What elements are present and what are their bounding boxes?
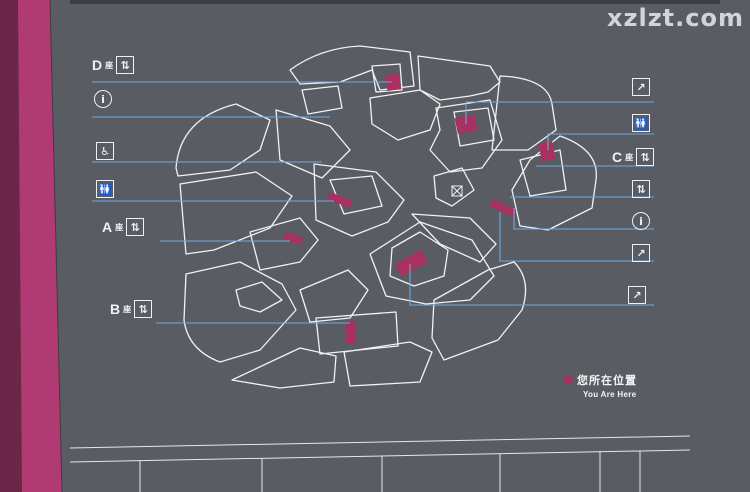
left-center-block [179, 171, 293, 255]
leader-lines [92, 81, 654, 324]
bottom-left-void [235, 281, 283, 313]
legend-information-right: i [632, 212, 650, 230]
right-tower [511, 135, 597, 231]
bottom-right-wing [411, 213, 497, 263]
central-plaza [433, 167, 475, 207]
bottom-center-block [369, 221, 495, 305]
left-edge-shadow [0, 0, 22, 492]
escalator-icon: ↗ [628, 286, 646, 304]
leader-line [513, 208, 654, 230]
highlight-unit [489, 199, 517, 217]
escalator-icon: ↗ [632, 78, 650, 96]
board-left-edge [49, 0, 63, 492]
building-outlines [175, 45, 597, 389]
bottom-left-block [183, 261, 297, 363]
frame-line [69, 435, 691, 449]
legend-restroom-left: 🚻 [96, 180, 114, 198]
building-letter: A [102, 219, 113, 235]
highlight-unit [283, 231, 303, 245]
information-icon: i [632, 212, 650, 230]
bottom-center-atrium [389, 231, 449, 287]
building-letter: C [612, 149, 623, 165]
highlight-unit [538, 140, 556, 162]
elevator-icon: ⇅ [126, 218, 145, 236]
legend-escalator-1: ↗ [632, 78, 650, 96]
you-are-here-english: You Are Here [583, 390, 637, 399]
highlight-unit [346, 322, 356, 344]
building-suffix: 座 [115, 222, 124, 232]
information-icon: i [94, 90, 112, 108]
top-stair [371, 63, 403, 93]
elevator-icon: ⇅ [134, 300, 153, 318]
restroom-icon: 🚻 [632, 114, 650, 132]
building-suffix: 座 [123, 304, 132, 314]
left-top-block [175, 103, 271, 177]
top-right-block [417, 55, 501, 101]
building-letter: B [110, 301, 121, 317]
accessible-icon: ♿ [96, 142, 114, 160]
left-lower-block [249, 217, 319, 271]
right-atrium [453, 107, 495, 147]
escalator-icon: ↗ [632, 244, 650, 262]
building-letter: D [92, 57, 103, 73]
location-cross [451, 185, 463, 197]
elevator-icon: ⇅ [636, 148, 655, 166]
location-box [451, 185, 463, 197]
bottom-stair-group [315, 311, 399, 355]
elevator-icon: ⇅ [116, 56, 135, 74]
leader-line [409, 264, 654, 306]
bottom-left-annex [231, 347, 337, 389]
leader-line [465, 101, 654, 124]
bottom-right-block [431, 261, 527, 361]
right-center-block [429, 99, 503, 173]
elevator-icon: ⇅ [632, 180, 650, 198]
you-are-here-chinese: 您所在位置 [577, 374, 637, 387]
legend-information-left: i [94, 90, 112, 108]
you-are-here-map-marker [451, 185, 463, 197]
highlight-unit [384, 72, 402, 92]
top-inner-block [369, 89, 441, 141]
you-are-here-legend: 您所在位置 You Are Here [563, 372, 637, 399]
highlight-unit [394, 249, 428, 277]
legend-escalator-3: ↗ [628, 286, 646, 304]
legend-accessible: ♿ [96, 142, 114, 160]
right-top-block [491, 75, 557, 151]
watermark: xzlzt.com [607, 4, 744, 32]
bottom-frame-grid [69, 435, 691, 492]
building-suffix: 座 [625, 152, 634, 162]
bottom-connector [299, 269, 369, 323]
highlight-unit [327, 192, 353, 208]
leader-line [547, 133, 654, 150]
restroom-icon: 🚻 [96, 180, 114, 198]
bottom-lower-block [343, 341, 433, 387]
frame-line [69, 449, 691, 463]
building-suffix: 座 [105, 60, 114, 70]
top-left-kiosk [301, 85, 343, 115]
legend-escalator-2: ↗ [632, 244, 650, 262]
left-core-block [313, 163, 405, 237]
legend-elevator-right: ⇅ [632, 180, 650, 198]
left-inner-block [275, 109, 351, 179]
leader-line [499, 212, 654, 262]
legend-restroom-right: 🚻 [632, 114, 650, 132]
you-are-here-dot [563, 375, 573, 385]
